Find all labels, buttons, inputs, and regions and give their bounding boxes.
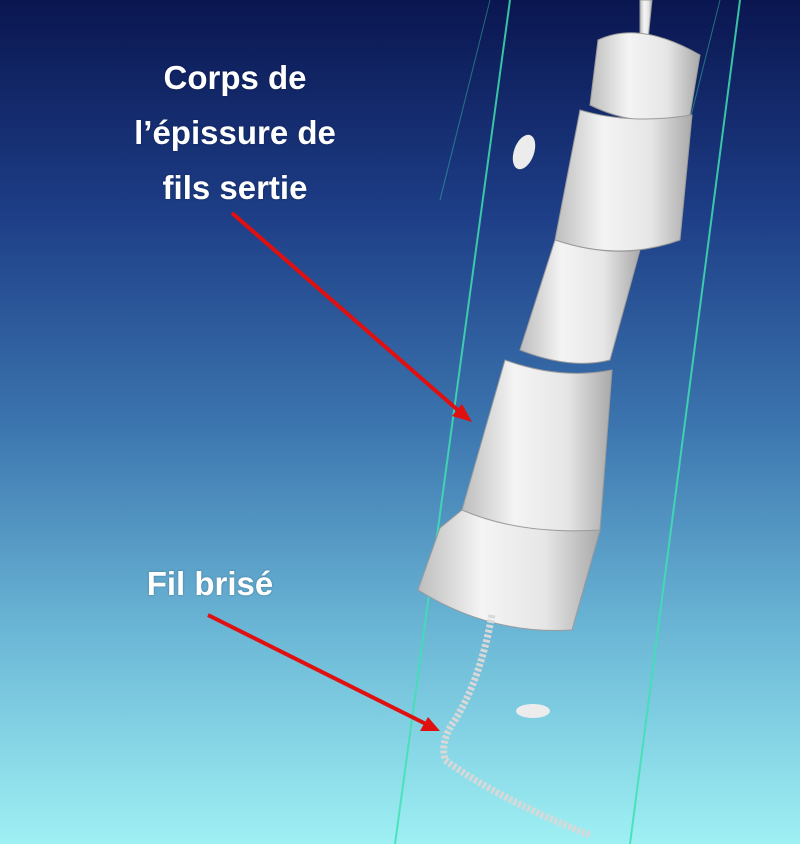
label-line: fils sertie: [162, 169, 308, 206]
label-line: Corps de: [163, 59, 307, 96]
label-broken-wire: Fil brisé: [146, 565, 274, 602]
annotation-arrows: [207, 211, 472, 731]
label-line: l’épissure de: [134, 114, 336, 151]
arrow-to-splice-body: [230, 211, 462, 414]
label-crimped-splice-body: Corps de l’épissure de fils sertie: [100, 50, 370, 215]
splice-body-shape: [417, 0, 701, 631]
debris-fragment: [512, 134, 536, 170]
debris-fragment: [516, 704, 550, 718]
broken-wire-shape: [440, 614, 592, 839]
arrow-to-broken-wire: [207, 613, 427, 726]
bounding-box-lines: [394, 0, 741, 844]
